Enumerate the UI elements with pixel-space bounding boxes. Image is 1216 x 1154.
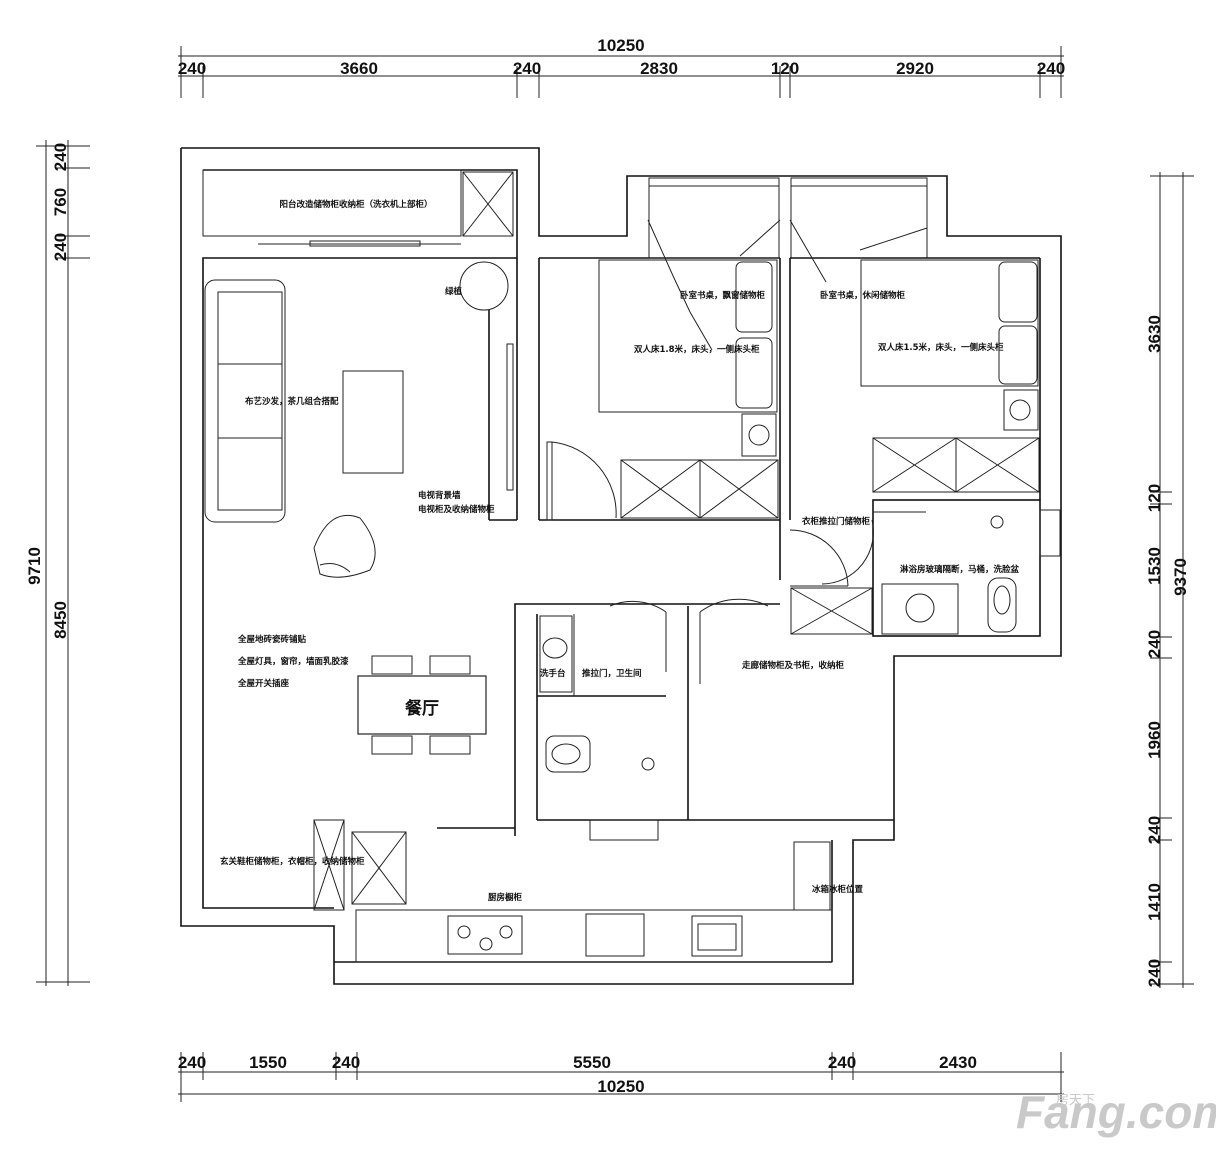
master-bath <box>872 499 1061 637</box>
top-dim-7: 240 <box>1037 59 1065 78</box>
lounge-chair <box>313 514 376 578</box>
left-inner-dimension: 8450 <box>51 601 70 639</box>
top-dim-2: 3660 <box>340 59 378 78</box>
right-dimension-line <box>1150 172 1194 988</box>
bedroom-2-walls <box>789 257 1041 520</box>
bedroom2-desk-note: 卧室书桌，休闲储物柜 <box>820 290 906 301</box>
right-dim-3: 1530 <box>1145 547 1164 585</box>
dining-chairs <box>371 655 471 755</box>
wardrobe-1 <box>620 459 779 519</box>
hall-cabinet-note: 走廊储物柜及书柜，收纳柜 <box>741 660 845 671</box>
dining-note-2: 全屋灯具，窗帘，墙面乳胶漆 <box>237 656 349 667</box>
dining-room-label: 餐厅 <box>405 698 439 719</box>
hall-cabinet-small <box>790 587 873 635</box>
watermark-sub: 房天下 <box>1056 1092 1095 1108</box>
right-dim-1: 3630 <box>1145 315 1164 353</box>
right-total-dimension: 9370 <box>1171 558 1190 596</box>
bottom-dim-2: 1550 <box>249 1053 287 1072</box>
kitchen-sink <box>585 913 645 957</box>
oven <box>691 915 743 957</box>
bath-door[interactable] <box>609 600 667 672</box>
watermark-logo: Fang.com 房天下 <box>1016 1086 1216 1138</box>
bed-2 <box>860 259 1039 431</box>
left-dimension-line <box>36 140 90 986</box>
bedroom1-leader <box>647 219 713 351</box>
right-dim-6: 240 <box>1145 816 1164 844</box>
right-dim-8: 240 <box>1145 959 1164 987</box>
balcony-cabinet <box>202 169 514 247</box>
right-dim-5: 1960 <box>1145 721 1164 759</box>
bedroom1-bed-note: 双人床1.8米，床头，一侧床头柜 <box>634 344 760 355</box>
bedroom2-bed-note: 双人床1.5米，床头，一侧床头柜 <box>878 342 1004 353</box>
entry-note: 玄关鞋柜储物柜，衣帽柜，收纳储物柜 <box>220 856 365 867</box>
bedroom1-desk-note: 卧室书桌，飘窗储物柜 <box>680 290 766 301</box>
top-dim-6: 2920 <box>896 59 934 78</box>
tv-note-2: 电视柜及收纳储物柜 <box>418 504 495 515</box>
bedroom1-leader-2 <box>739 219 781 257</box>
hall-cabinet-door[interactable] <box>699 598 769 684</box>
bottom-dim-5: 240 <box>828 1053 856 1072</box>
bottom-dimension-line <box>178 1052 1064 1102</box>
top-dim-3: 240 <box>513 59 541 78</box>
wardrobe-note: 衣柜推拉门储物柜 <box>802 516 871 527</box>
hall-door[interactable] <box>789 529 849 587</box>
dining-table <box>357 675 487 735</box>
top-dim-1: 240 <box>178 59 206 78</box>
top-total-dimension: 10250 <box>597 36 644 55</box>
bed-1 <box>598 259 778 457</box>
bottom-dim-1: 240 <box>178 1053 206 1072</box>
fridge-note: 冰箱冰柜位置 <box>812 884 864 895</box>
plant-pot <box>459 261 509 311</box>
balcony-note: 阳台改造储物柜收纳柜（洗衣机上部柜） <box>279 199 432 210</box>
dining-note-3: 全屋开关插座 <box>237 678 290 689</box>
bottom-dim-6: 2430 <box>939 1053 977 1072</box>
entry-cabinet <box>313 819 407 911</box>
kitchen-note: 厨房橱柜 <box>488 892 523 903</box>
bottom-dim-4: 5550 <box>573 1053 611 1072</box>
wash-note: 洗手台 <box>540 668 566 679</box>
lounge-chair-seat <box>319 563 351 573</box>
stove <box>447 915 523 955</box>
watermark-brand: Fang.com <box>1016 1086 1216 1138</box>
second-bath <box>514 603 894 841</box>
sofa <box>204 279 286 523</box>
dining-note-1: 全屋地砖瓷砖铺贴 <box>237 634 307 645</box>
master-bath-door[interactable] <box>821 519 874 585</box>
right-dim-7: 1410 <box>1145 883 1164 921</box>
top-dimension-line <box>178 46 1064 98</box>
left-dim-2: 760 <box>51 188 70 216</box>
tv-cabinet <box>506 343 514 491</box>
bedroom1-door[interactable] <box>546 441 617 521</box>
plant-note: 绿植 <box>445 286 463 297</box>
bedroom2-leader-2 <box>859 227 928 251</box>
exterior-walls <box>180 147 1062 985</box>
bedroom2-leader <box>789 219 827 283</box>
wardrobe-2 <box>872 437 1040 493</box>
top-dim-5: 120 <box>771 59 799 78</box>
left-dim-1: 240 <box>51 143 70 171</box>
living-note: 布艺沙发，茶几组合搭配 <box>244 396 339 407</box>
bath-door-note: 推拉门，卫生间 <box>582 668 642 679</box>
tv-note: 电视背景墙 <box>418 490 461 501</box>
bottom-dim-3: 240 <box>332 1053 360 1072</box>
left-dim-3: 240 <box>51 233 70 261</box>
bottom-total-dimension: 10250 <box>597 1077 644 1096</box>
right-dim-4: 240 <box>1145 630 1164 658</box>
right-dim-2: 120 <box>1145 484 1164 512</box>
bedroom-1-walls <box>538 177 928 580</box>
master-bath-note: 淋浴房玻璃隔断，马桶，洗脸盆 <box>900 564 1020 575</box>
kitchen-walls <box>334 827 833 963</box>
top-dim-4: 2830 <box>640 59 678 78</box>
left-total-dimension: 9710 <box>25 547 44 585</box>
coffee-table <box>342 370 404 474</box>
